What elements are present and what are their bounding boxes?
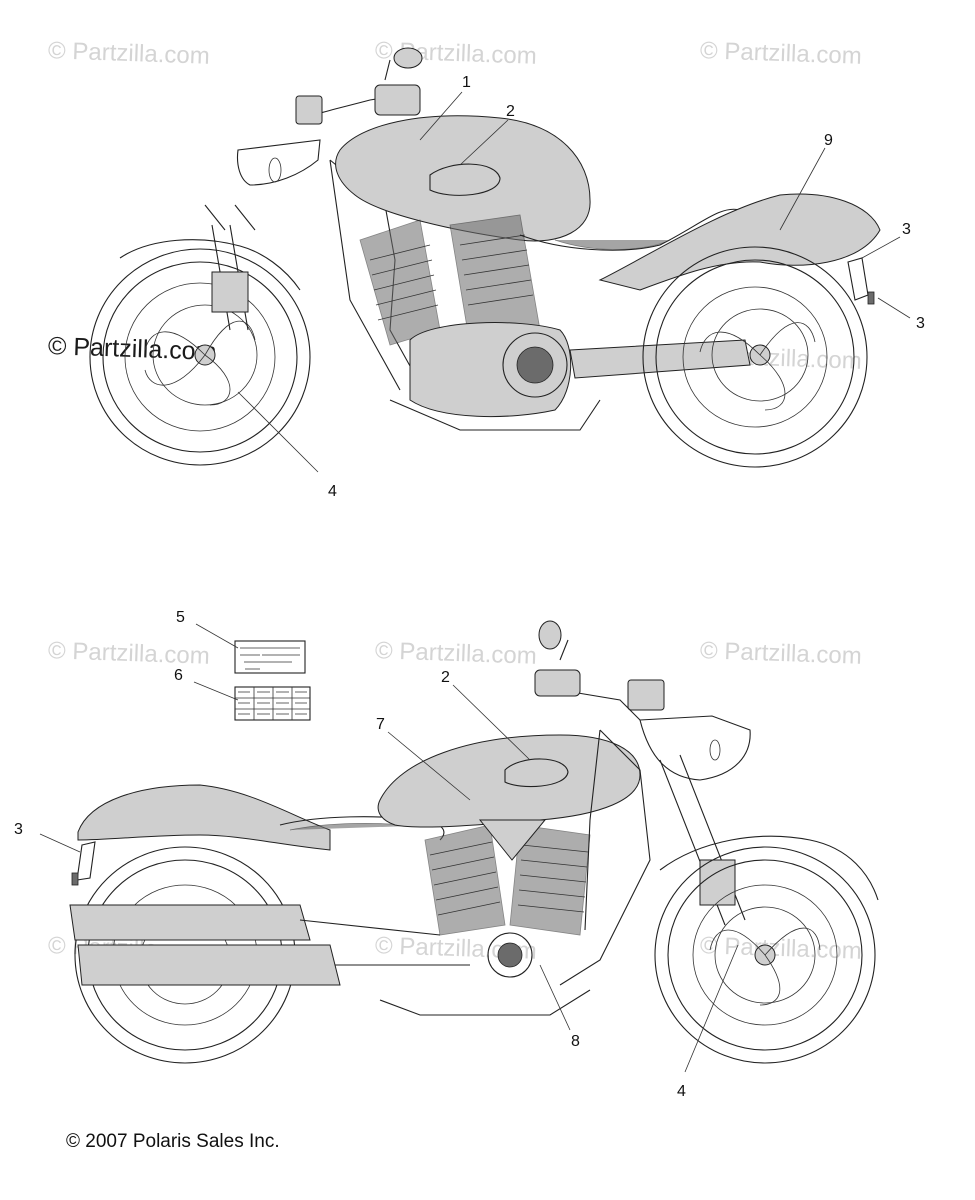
front-fender: [659, 835, 879, 901]
callout-leaders-labels: [193, 623, 239, 701]
callout-leaders-top: [237, 91, 911, 473]
headlight-fairing: [236, 139, 321, 186]
callout-number: 1: [462, 74, 471, 91]
motorcycle-bottom: [69, 620, 879, 1064]
frame: [559, 729, 651, 986]
engine: [359, 214, 572, 418]
front-wheel: [654, 846, 876, 1064]
decal-label-5: [234, 640, 306, 674]
callout-number: 7: [376, 716, 385, 733]
front-fender: [119, 239, 301, 291]
callout-number: 3: [916, 315, 925, 332]
callout-number: 5: [176, 609, 185, 626]
lower-frame: [389, 399, 601, 431]
handlebar: [534, 620, 665, 721]
front-forks: [204, 204, 256, 331]
fuel-tank: [377, 734, 641, 828]
tank-emblem: [504, 758, 569, 788]
front-forks: [659, 754, 746, 926]
callout-number: 4: [677, 1083, 686, 1100]
callout-number: 6: [174, 667, 183, 684]
engine-v-badge: [478, 819, 547, 861]
swingarm: [569, 339, 751, 379]
rear-body: [598, 193, 881, 291]
fuel-tank: [335, 115, 591, 242]
handlebar: [295, 47, 423, 125]
callout-number: 3: [14, 821, 23, 838]
front-wheel: [89, 248, 311, 466]
tail-light: [847, 257, 869, 301]
rear-body: [77, 784, 331, 851]
tail-light: [76, 841, 96, 881]
decal-label-6: [234, 686, 311, 721]
rear-wheel: [642, 246, 868, 468]
callout-number: 8: [571, 1033, 580, 1050]
tank-emblem: [429, 163, 501, 196]
callout-number: 3: [902, 221, 911, 238]
callout-number: 4: [328, 483, 337, 500]
headlight-fairing: [639, 715, 751, 781]
motorcycle-top: [89, 47, 881, 468]
exhaust: [69, 904, 470, 986]
callout-number: 9: [824, 132, 833, 149]
engine: [424, 819, 591, 978]
callout-leaders-bottom: [39, 684, 739, 1073]
copyright-notice: © 2007 Polaris Sales Inc.: [66, 1131, 280, 1152]
callout-number: 2: [441, 669, 450, 686]
seat: [519, 208, 741, 251]
callout-number: 2: [506, 103, 515, 120]
lower-frame: [379, 989, 591, 1016]
